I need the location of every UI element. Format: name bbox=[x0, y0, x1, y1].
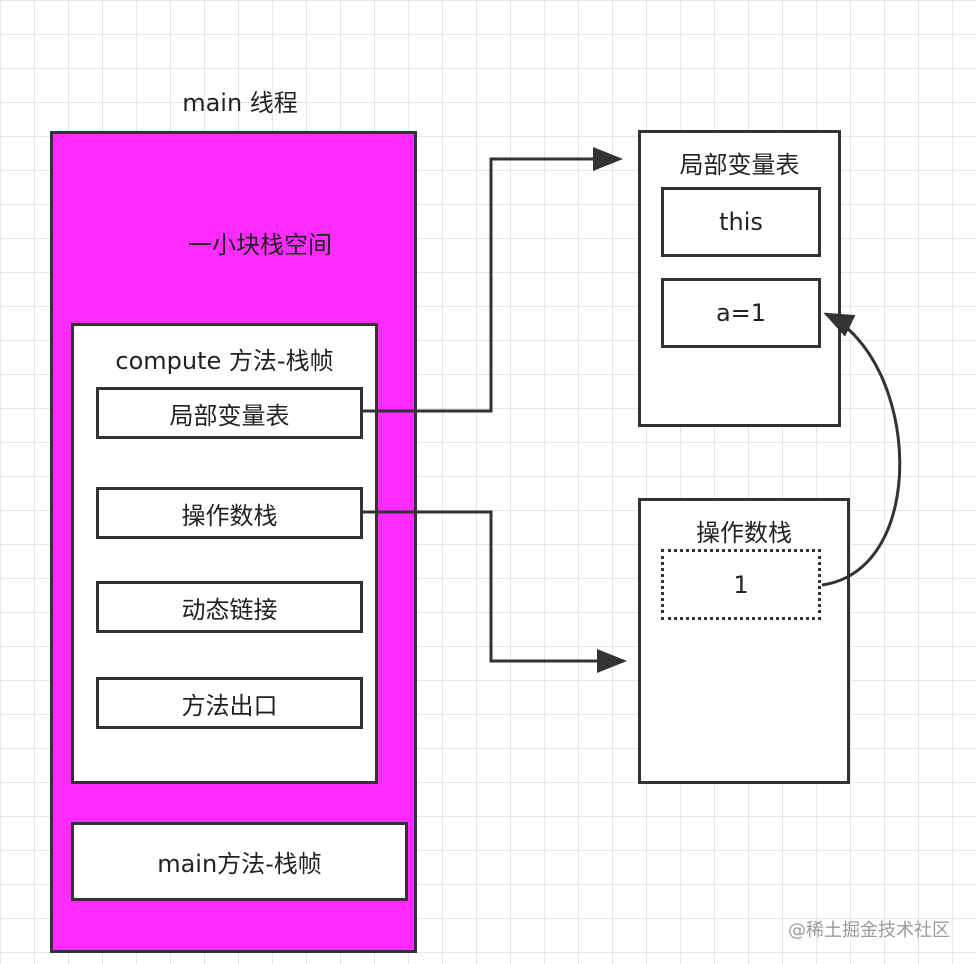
arrow-frame-to-operand-stack bbox=[362, 510, 627, 673]
frame-item-return-address: 方法出口 bbox=[96, 677, 363, 729]
main-frame-box: main方法-栈帧 bbox=[71, 822, 408, 901]
operand-stack-entry: 1 bbox=[661, 549, 821, 620]
compute-frame-title: compute 方法-栈帧 bbox=[115, 346, 334, 375]
local-variable-a: a=1 bbox=[661, 278, 821, 348]
stack-space-label: 一小块栈空间 bbox=[188, 230, 332, 259]
watermark: @稀土掘金技术社区 bbox=[788, 920, 950, 941]
local-variable-this: this bbox=[661, 187, 821, 257]
thread-title: main 线程 bbox=[182, 88, 298, 117]
frame-item-dynamic-linking: 动态链接 bbox=[96, 581, 363, 633]
arrow-operand-to-variable-a bbox=[821, 312, 902, 587]
operand-stack-title: 操作数栈 bbox=[696, 518, 792, 547]
arrow-frame-to-local-variable-table bbox=[362, 147, 623, 413]
operand-stack-box bbox=[638, 498, 850, 784]
frame-item-local-variable-table: 局部变量表 bbox=[96, 387, 363, 439]
frame-item-operand-stack: 操作数栈 bbox=[96, 487, 363, 539]
local-variable-table-title: 局部变量表 bbox=[679, 150, 800, 179]
